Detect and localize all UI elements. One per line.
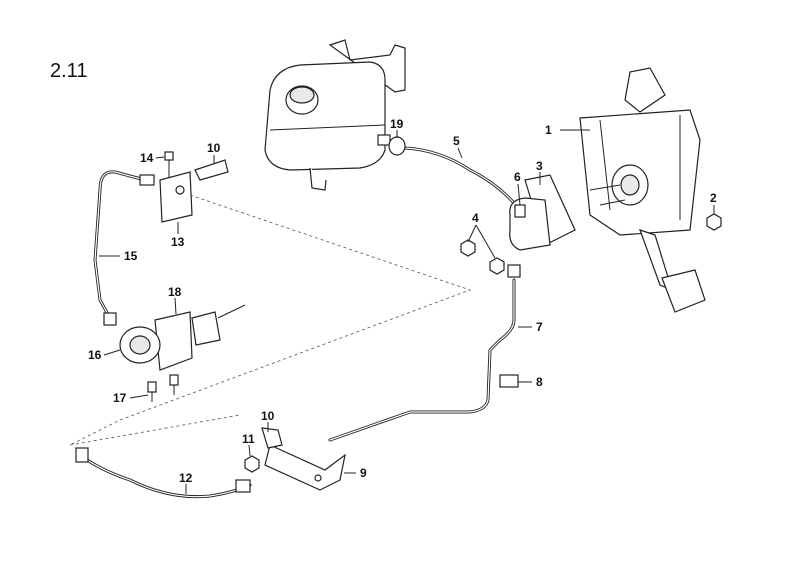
figure-number: 2.11 (50, 60, 88, 82)
line-15-fitting-bottom (103, 312, 117, 326)
bolt-17a (147, 381, 157, 393)
reservoir-cap-top (289, 86, 315, 104)
flex-hose-inner (79, 454, 251, 498)
reference-line-lower (69, 414, 241, 446)
leader-4a (467, 224, 477, 243)
slave-line (93, 170, 147, 320)
leader-18 (174, 297, 177, 315)
leader-17 (129, 394, 149, 399)
callout-11: 11 (242, 432, 255, 446)
callout-13: 13 (171, 235, 185, 249)
nut-4b (489, 257, 505, 275)
reservoir-hose-inner (404, 147, 521, 211)
reservoir-hose (403, 146, 522, 212)
flex-hose-12 (75, 447, 252, 499)
bolt-14 (164, 151, 174, 180)
leader-16 (103, 349, 121, 356)
callout-9: 9 (360, 466, 367, 480)
flex-hose-end-b (235, 479, 251, 493)
flex-hose-end-a (75, 447, 89, 463)
bolt-14-head (164, 151, 174, 161)
pedal-studs (589, 184, 626, 206)
bracket-13 (159, 171, 193, 223)
slave-cylinder-boot (191, 311, 221, 346)
reference-line-upper (69, 194, 472, 446)
hose-bracket-9 (244, 427, 346, 491)
line-15 (93, 170, 155, 326)
callout-10-upper: 10 (207, 141, 221, 155)
hydraulic-line (328, 278, 516, 442)
line-15-fitting-top (139, 174, 155, 186)
callout-18: 18 (168, 285, 182, 299)
bracket-9 (264, 444, 346, 491)
leader-11 (248, 444, 251, 457)
callout-1: 1 (545, 123, 552, 137)
bracket-13-hole (175, 185, 185, 195)
nut-2 (706, 213, 722, 231)
clip-10-lower (261, 427, 283, 449)
flex-hose (78, 453, 252, 499)
slave-bracket-18 (154, 311, 193, 371)
reservoir-fill-line (269, 124, 386, 131)
hose-5 (403, 146, 522, 212)
leader-5 (457, 147, 463, 159)
callout-3: 3 (536, 159, 543, 173)
leader-14 (155, 156, 165, 159)
assembly-reference-lines (69, 194, 472, 446)
pedal-mount-top (624, 67, 666, 113)
callout-6: 6 (514, 170, 521, 184)
slave-pushrod (217, 304, 246, 319)
callout-2: 2 (710, 191, 717, 205)
nut-4a (460, 239, 476, 257)
master-cylinder-port (514, 204, 526, 218)
callout-10-lower: 10 (261, 409, 275, 423)
callout-7: 7 (536, 320, 543, 334)
brake-line-7 (328, 278, 516, 442)
callout-12: 12 (179, 471, 193, 485)
leader-6 (517, 183, 521, 206)
master-cylinder (507, 174, 576, 278)
leader-lines (99, 129, 715, 494)
callout-16: 16 (88, 348, 102, 362)
reservoir-outlet (309, 167, 327, 191)
bolts-17 (147, 374, 179, 402)
hose-clamp-19 (388, 136, 406, 156)
hydraulic-line-inner (329, 279, 515, 441)
leader-4b (475, 224, 496, 259)
nuts-4 (460, 239, 505, 275)
bolt-17b (169, 374, 179, 386)
callout-4: 4 (472, 211, 479, 225)
reservoir-nipple (377, 134, 391, 146)
callout-8: 8 (536, 375, 543, 389)
nut-11 (244, 455, 260, 473)
callout-14: 14 (140, 151, 154, 165)
reservoir-body (264, 61, 386, 171)
bracket-9-hole (314, 474, 322, 482)
clip-10-upper (194, 159, 229, 181)
slave-cylinder-bore (129, 335, 151, 355)
slave-cylinder (119, 304, 246, 371)
master-cylinder-outlet (507, 264, 521, 278)
pipe-clip-8 (499, 374, 519, 388)
callout-labels: 1 2 3 4 5 6 7 8 9 10 10 11 12 13 14 15 1… (88, 117, 717, 485)
pedal-pivot-center (620, 174, 640, 196)
callout-19: 19 (390, 117, 404, 131)
callout-17: 17 (113, 391, 127, 405)
pedal-plate-edges (599, 115, 681, 220)
pedal-pad (661, 269, 706, 313)
slave-line-inner (94, 171, 146, 319)
pedal-bracket-assembly (579, 67, 706, 313)
callout-5: 5 (453, 134, 460, 148)
callout-15: 15 (124, 249, 138, 263)
fluid-reservoir (264, 39, 406, 191)
